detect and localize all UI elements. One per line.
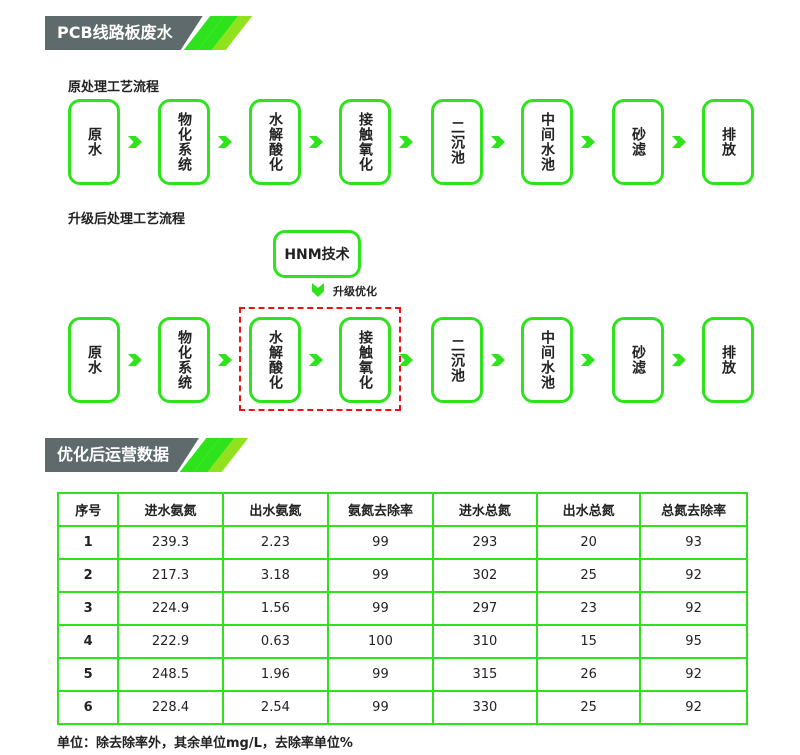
table-cell: 99	[327, 657, 434, 692]
table-cell: 100	[327, 624, 434, 659]
process-step: 排放	[702, 99, 754, 185]
table-cell: 99	[327, 525, 434, 560]
arrow-right-icon	[491, 354, 505, 366]
arrow-right-icon	[218, 136, 232, 148]
process-step: 二沉池	[431, 99, 483, 185]
table-cell: 3	[56, 591, 120, 626]
table-cell: 293	[431, 525, 539, 560]
table-cell: 224.9	[117, 591, 224, 626]
process-step: 物化系统	[158, 317, 210, 403]
original-process-title: 原处理工艺流程	[68, 80, 160, 95]
column-header: 序号	[56, 492, 120, 527]
down-arrow-icon	[312, 283, 324, 297]
arrow-right-icon	[128, 136, 142, 148]
table-cell: 217.3	[117, 558, 224, 593]
arrow-right-icon	[672, 354, 686, 366]
arrow-right-icon	[491, 136, 505, 148]
table-cell: 1.56	[221, 591, 330, 626]
process-step: 水解酸化	[249, 99, 301, 185]
process-step: 水解酸化	[249, 317, 301, 403]
section-banner-data: 优化后运营数据	[45, 438, 249, 472]
upgraded-highlight-box	[239, 307, 401, 411]
arrow-right-icon	[581, 354, 595, 366]
table-cell: 222.9	[117, 624, 224, 659]
table-cell: 2.23	[221, 525, 330, 560]
process-step: 中间水池	[521, 317, 573, 403]
table-cell: 99	[327, 591, 434, 626]
arrow-right-icon	[672, 136, 686, 148]
process-step: 中间水池	[521, 99, 573, 185]
column-header: 进水氨氮	[117, 492, 224, 527]
process-step: 砂滤	[612, 99, 664, 185]
process-step: 接触氧化	[339, 99, 391, 185]
table-cell: 0.63	[221, 624, 330, 659]
table-cell: 5	[56, 657, 120, 692]
table-cell: 99	[327, 558, 434, 593]
table-cell: 25	[536, 558, 642, 593]
process-step: 砂滤	[612, 317, 664, 403]
table-cell: 297	[431, 591, 539, 626]
column-header: 出水总氮	[536, 492, 642, 527]
table-cell: 239.3	[117, 525, 224, 560]
column-header: 氨氮去除率	[327, 492, 434, 527]
arrow-right-icon	[128, 354, 142, 366]
column-header: 出水氨氮	[221, 492, 330, 527]
table-header-row: 序号进水氨氮出水氨氮氨氮去除率进水总氮出水总氮总氮去除率	[56, 492, 748, 527]
table-cell: 26	[536, 657, 642, 692]
table-cell: 315	[431, 657, 539, 692]
arrow-right-icon	[399, 354, 413, 366]
table-cell: 95	[639, 624, 748, 659]
table-cell: 93	[639, 525, 748, 560]
process-step: 物化系统	[158, 99, 210, 185]
table-cell: 15	[536, 624, 642, 659]
unit-footnote: 单位：除去除率外，其余单位mg/L，去除率单位%	[57, 736, 353, 751]
table-cell: 2	[56, 558, 120, 593]
table-cell: 20	[536, 525, 642, 560]
process-step: 排放	[702, 317, 754, 403]
table-cell: 310	[431, 624, 539, 659]
section-title: PCB线路板废水	[45, 16, 203, 50]
table-cell: 25	[536, 690, 642, 725]
process-step: 原水	[68, 317, 120, 403]
table-cell: 248.5	[117, 657, 224, 692]
table-cell: 92	[639, 690, 748, 725]
hnm-tech-box: HNM技术	[273, 230, 361, 278]
table-cell: 92	[639, 657, 748, 692]
table-cell: 3.18	[221, 558, 330, 593]
table-cell: 92	[639, 558, 748, 593]
arrow-right-icon	[218, 354, 232, 366]
process-step: 接触氧化	[339, 317, 391, 403]
table-cell: 99	[327, 690, 434, 725]
upgrade-label: 升级优化	[333, 285, 377, 298]
table-cell: 2.54	[221, 690, 330, 725]
table-cell: 1	[56, 525, 120, 560]
column-header: 总氮去除率	[639, 492, 748, 527]
table-cell: 1.96	[221, 657, 330, 692]
table-cell: 92	[639, 591, 748, 626]
table-cell: 228.4	[117, 690, 224, 725]
column-header: 进水总氮	[431, 492, 539, 527]
table-cell: 302	[431, 558, 539, 593]
arrow-right-icon	[309, 136, 323, 148]
process-step: 原水	[68, 99, 120, 185]
process-step: 二沉池	[431, 317, 483, 403]
section-title: 优化后运营数据	[45, 438, 199, 472]
table-cell: 23	[536, 591, 642, 626]
section-banner-pcb: PCB线路板废水	[45, 16, 252, 50]
arrow-right-icon	[581, 136, 595, 148]
arrow-right-icon	[309, 354, 323, 366]
arrow-right-icon	[399, 136, 413, 148]
upgraded-process-title: 升级后处理工艺流程	[68, 212, 186, 227]
table-cell: 4	[56, 624, 120, 659]
table-cell: 330	[431, 690, 539, 725]
table-cell: 6	[56, 690, 120, 725]
